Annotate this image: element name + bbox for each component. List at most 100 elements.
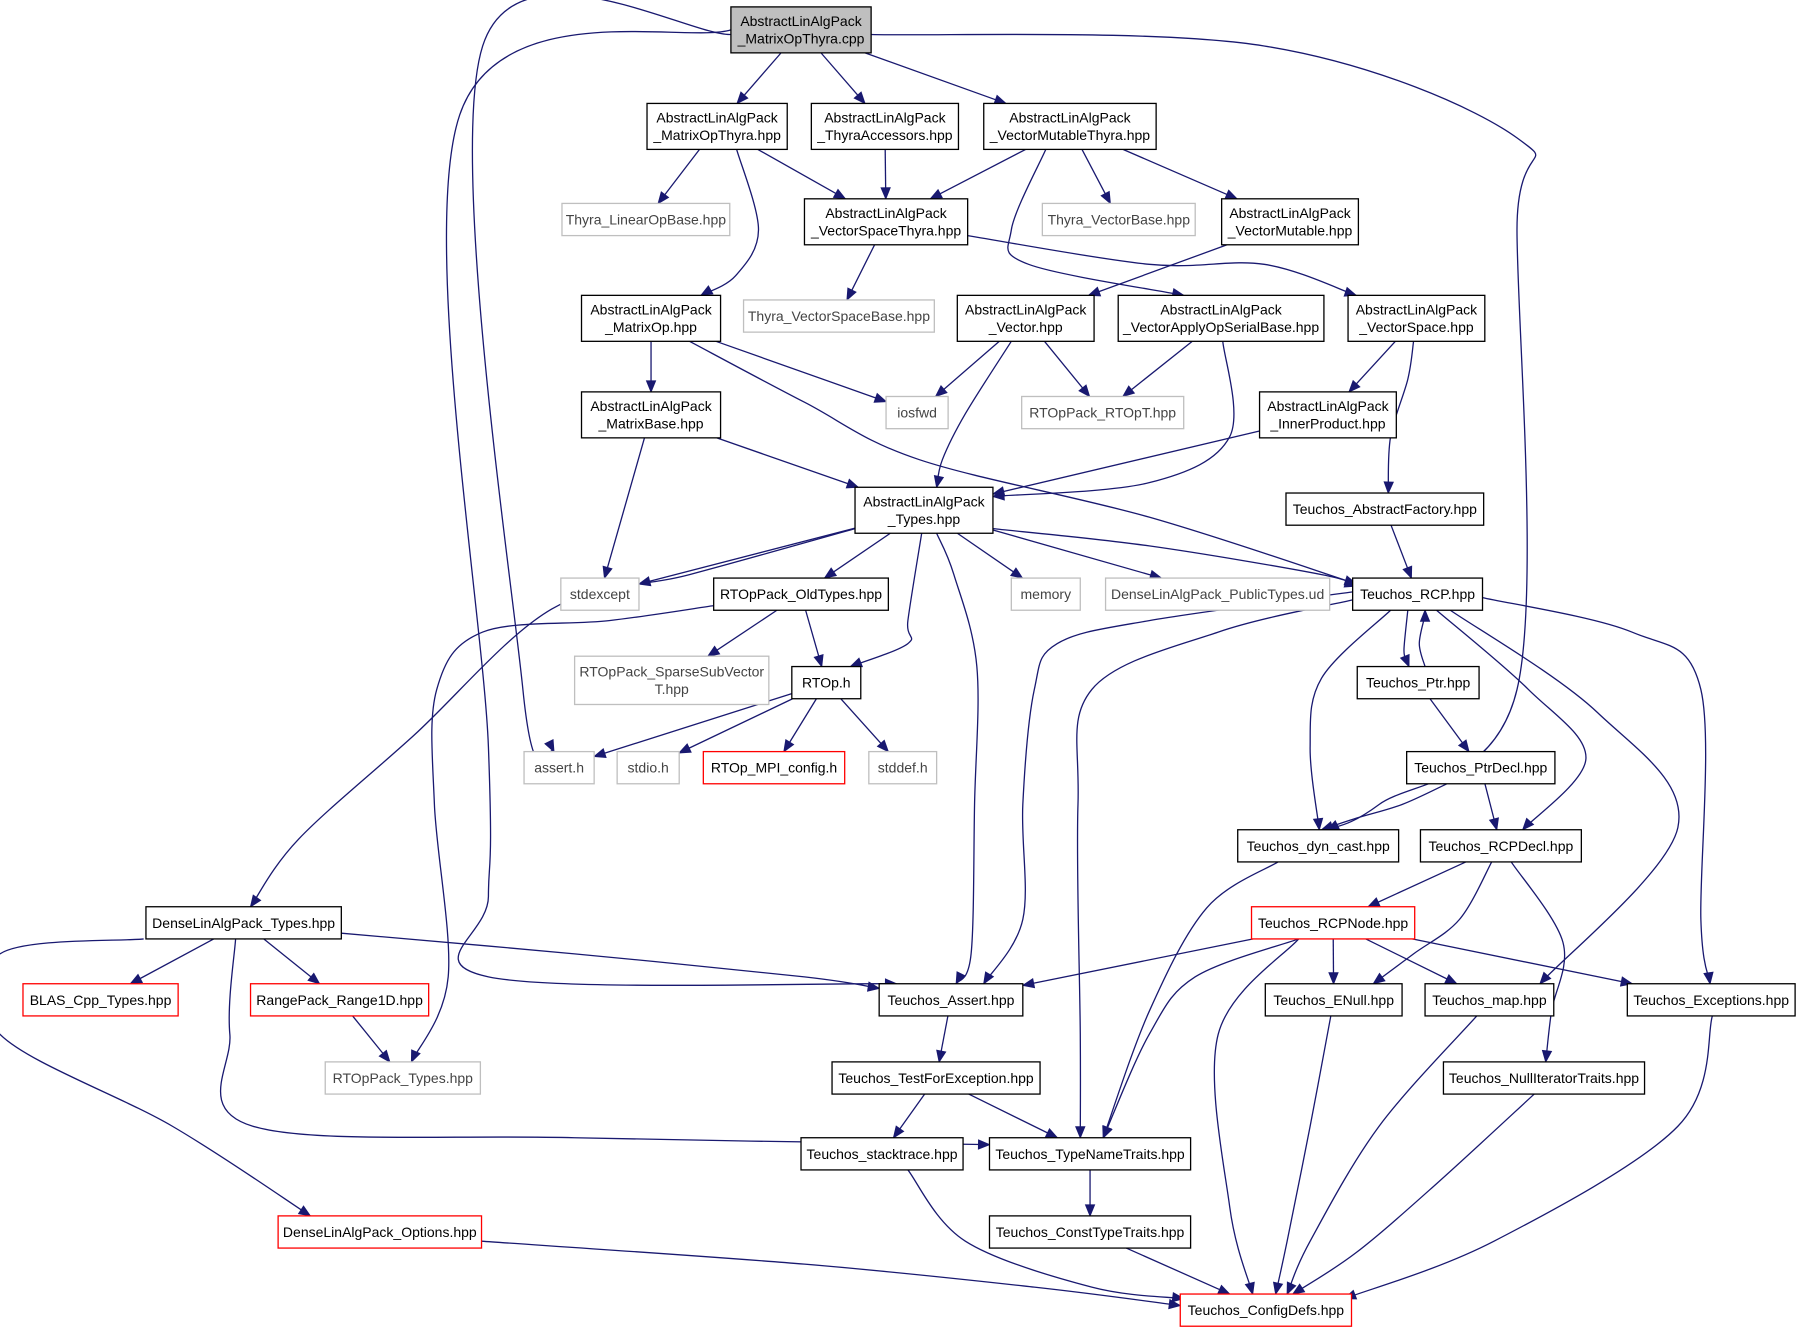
node-label: Teuchos_RCPNode.hpp [1258, 915, 1408, 931]
edge-n34-to-n37 [263, 938, 321, 985]
file-node-rtop-h[interactable]: RTOp.h [791, 665, 862, 700]
file-node-abstractlinalgpack-matrixbase-hpp[interactable]: AbstractLinAlgPack_MatrixBase.hpp [580, 391, 722, 439]
file-node-stdio-h[interactable]: stdio.h [616, 750, 680, 785]
edge-n44-to-n49 [1291, 1093, 1535, 1295]
file-node-thyra-linearopbase-hpp[interactable]: Thyra_LinearOpBase.hpp [561, 202, 731, 237]
file-node-abstractlinalgpack-vectorspacethyra-hpp[interactable]: AbstractLinAlgPack _VectorSpaceThyra.hpp [803, 198, 969, 246]
file-node-teuchos-typenametraits-hpp[interactable]: Teuchos_TypeNameTraits.hpp [988, 1137, 1192, 1171]
node-label: Thyra_VectorSpaceBase.hpp [748, 308, 930, 324]
edge-n3-to-n6 [1081, 149, 1111, 205]
node-label: AbstractLinAlgPack [825, 205, 947, 221]
file-node-teuchos-abstractfactory-hpp[interactable]: Teuchos_AbstractFactory.hpp [1285, 492, 1485, 526]
file-node-rtop-mpi-config-h[interactable]: RTOp_MPI_config.h [702, 750, 846, 785]
file-node-teuchos-nulliteratortraits-hpp[interactable]: Teuchos_NullIteratorTraits.hpp [1442, 1061, 1646, 1095]
file-node-abstractlinalgpack-vectorapplyopserialbase-hpp[interactable]: AbstractLinAlgPack_VectorApplyOpSerialBa… [1117, 294, 1325, 342]
file-node-teuchos-configdefs-hpp[interactable]: Teuchos_ConfigDefs.hpp [1179, 1293, 1353, 1327]
edge-n37-to-n42 [352, 1015, 391, 1063]
node-box [1041, 202, 1196, 237]
file-node-abstractlinalgpack-vectorspace-hpp[interactable]: AbstractLinAlgPack_VectorSpace.hpp [1347, 294, 1486, 342]
node-label: Teuchos_AbstractFactory.hpp [1293, 501, 1477, 517]
node-box [878, 983, 1024, 1017]
node-label: _InnerProduct.hpp [1269, 416, 1385, 432]
file-node-abstractlinalgpack-vectormutable-hpp[interactable]: AbstractLinAlgPack_VectorMutable.hpp [1220, 198, 1360, 246]
node-box [560, 577, 640, 611]
file-node-rtoppack-types-hpp[interactable]: RTOpPack_Types.hpp [324, 1061, 482, 1095]
file-node-abstractlinalgpack-matrixop-hpp[interactable]: AbstractLinAlgPack_MatrixOp.hpp [580, 294, 722, 342]
edge-n2-to-n5 [880, 149, 891, 201]
file-node-teuchos-consttypetraits-hpp[interactable]: Teuchos_ConstTypeTraits.hpp [988, 1215, 1192, 1249]
file-node-teuchos-ptr-hpp[interactable]: Teuchos_Ptr.hpp [1356, 665, 1480, 700]
edge-n25-to-n28 [678, 698, 793, 754]
node-label: stddef.h [878, 760, 928, 776]
file-node-abstractlinalgpack-matrixopthyra-cpp[interactable]: AbstractLinAlgPack_MatrixOpThyra.cpp [730, 6, 872, 54]
file-node-abstractlinalgpack-thyraaccessors-hpp[interactable]: AbstractLinAlgPack_ThyraAccessors.hpp [810, 102, 960, 151]
file-node-blas-cpp-types-hpp[interactable]: BLAS_Cpp_Types.hpp [22, 983, 179, 1017]
file-node-rtoppack-oldtypes-hpp[interactable]: RTOpPack_OldTypes.hpp [713, 577, 890, 611]
file-node-denselinalgpack-publictypes-ud[interactable]: DenseLinAlgPack_PublicTypes.ud [1104, 577, 1331, 611]
file-node-teuchos-rcp-hpp[interactable]: Teuchos_RCP.hpp [1351, 577, 1484, 611]
file-node-assert-h[interactable]: assert.h [523, 750, 595, 785]
file-node-iosfwd[interactable]: iosfwd [885, 395, 949, 430]
file-node-abstractlinalgpack-matrixopthyra-hpp[interactable]: AbstractLinAlgPack_MatrixOpThyra.hpp [646, 102, 788, 151]
file-node-teuchos-dyn-cast-hpp[interactable]: Teuchos_dyn_cast.hpp [1237, 829, 1400, 863]
node-box [713, 577, 890, 611]
node-box [956, 294, 1095, 342]
file-node-denselinalgpack-options-hpp[interactable]: DenseLinAlgPack_Options.hpp [277, 1215, 483, 1249]
edge-n1-to-n8 [699, 149, 760, 297]
file-node-teuchos-testforexception-hpp[interactable]: Teuchos_TestForException.hpp [831, 1061, 1041, 1095]
node-box [249, 983, 430, 1017]
file-node-abstractlinalgpack-types-hpp[interactable]: AbstractLinAlgPack_Types.hpp [854, 486, 994, 534]
node-label: _VectorSpaceThyra.hpp [810, 223, 961, 239]
file-node-abstractlinalgpack-vectormutablethyra-hpp[interactable]: AbstractLinAlgPack_VectorMutableThyra.hp… [983, 102, 1157, 151]
file-node-thyra-vectorspacebase-hpp[interactable]: Thyra_VectorSpaceBase.hpp [742, 299, 935, 333]
edge-n23-to-n26 [1399, 610, 1410, 668]
node-box [831, 1061, 1041, 1095]
node-label: _VectorSpace.hpp [1358, 319, 1474, 335]
file-node-memory[interactable]: memory [1010, 577, 1081, 611]
edge-n23-to-n40 [1449, 609, 1680, 985]
node-label: Teuchos_map.hpp [1432, 992, 1547, 1008]
file-node-teuchos-stacktrace-hpp[interactable]: Teuchos_stacktrace.hpp [800, 1137, 964, 1171]
file-node-abstractlinalgpack-innerproduct-hpp[interactable]: AbstractLinAlgPack_InnerProduct.hpp [1258, 391, 1397, 439]
edge-n20-to-n42 [410, 605, 714, 1064]
node-label: _Types.hpp [887, 511, 961, 527]
node-box [1179, 1293, 1353, 1327]
file-node-teuchos-ptrdecl-hpp[interactable]: Teuchos_PtrDecl.hpp [1406, 750, 1556, 785]
node-label: memory [1021, 586, 1072, 602]
file-node-teuchos-map-hpp[interactable]: Teuchos_map.hpp [1424, 983, 1555, 1017]
file-node-stdexcept[interactable]: stdexcept [560, 577, 640, 611]
node-box [646, 102, 788, 151]
edge-n34-to-n38 [341, 932, 881, 992]
edge-n0-to-n1 [736, 52, 782, 105]
file-node-rangepack-range1d-hpp[interactable]: RangePack_Range1D.hpp [249, 983, 430, 1017]
edge-n34-to-n46 [219, 938, 991, 1150]
node-label: stdio.h [628, 760, 669, 776]
node-label: DenseLinAlgPack_Options.hpp [283, 1224, 477, 1240]
file-node-abstractlinalgpack-vector-hpp[interactable]: AbstractLinAlgPack_Vector.hpp [956, 294, 1095, 342]
node-box [1356, 665, 1480, 700]
node-box [22, 983, 179, 1017]
file-node-thyra-vectorbase-hpp[interactable]: Thyra_VectorBase.hpp [1041, 202, 1196, 237]
file-node-teuchos-rcpnode-hpp[interactable]: Teuchos_RCPNode.hpp [1250, 906, 1416, 940]
file-node-denselinalgpack-types-hpp[interactable]: DenseLinAlgPack_Types.hpp [145, 906, 342, 940]
edge-n45-to-n49 [907, 1169, 1186, 1303]
node-label: _MatrixOp.hpp [604, 319, 697, 335]
node-box [702, 750, 846, 785]
file-node-teuchos-assert-hpp[interactable]: Teuchos_Assert.hpp [878, 983, 1024, 1017]
node-label: AbstractLinAlgPack [965, 302, 1087, 318]
file-node-teuchos-exceptions-hpp[interactable]: Teuchos_Exceptions.hpp [1626, 983, 1796, 1017]
node-label: RTOp.h [802, 675, 851, 691]
node-box [580, 391, 722, 439]
edge-n33-to-n39 [1372, 861, 1493, 985]
file-node-teuchos-enull-hpp[interactable]: Teuchos_ENull.hpp [1264, 983, 1403, 1017]
edge-n12-to-n16 [1348, 340, 1396, 393]
file-node-rtoppack-rtopt-hpp[interactable]: RTOpPack_RTOpT.hpp [1021, 395, 1185, 430]
node-label: AbstractLinAlgPack [740, 13, 862, 29]
file-node-teuchos-rcpdecl-hpp[interactable]: Teuchos_RCPDecl.hpp [1419, 829, 1582, 863]
edge-n35-to-n38 [1021, 938, 1254, 989]
node-box [1419, 829, 1582, 863]
file-node-stddef-h[interactable]: stddef.h [868, 750, 938, 785]
node-box [1104, 577, 1331, 611]
node-box [1237, 829, 1400, 863]
